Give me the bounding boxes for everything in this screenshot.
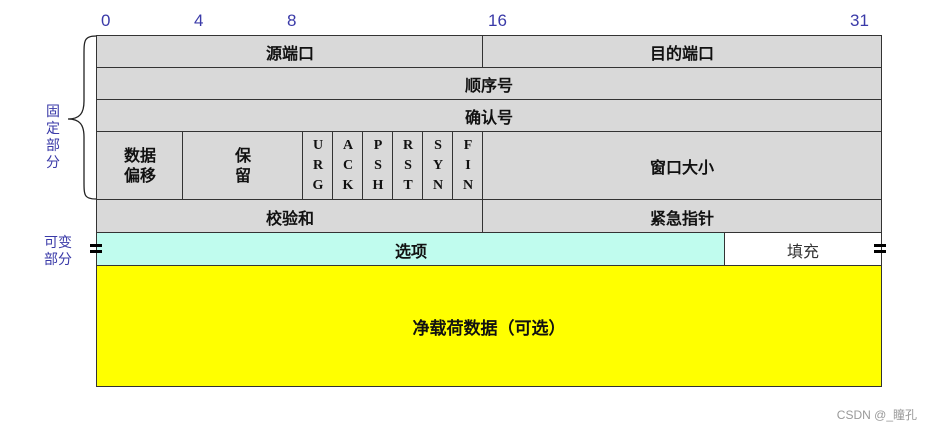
ack-number-field: 确认号 — [96, 99, 882, 133]
flag-char: C — [342, 158, 354, 173]
flag-urg: U R G — [302, 131, 334, 201]
flag-char: Y — [432, 158, 444, 173]
watermark: CSDN @_瞳孔 — [836, 408, 917, 422]
variable-part-label-line1: 可变 — [44, 235, 72, 251]
data-offset-line2: 偏移 — [123, 166, 156, 185]
reserved-field: 保 留 — [182, 131, 304, 201]
flag-rst: R S T — [392, 131, 424, 201]
window-size-field: 窗口大小 — [482, 131, 882, 201]
flag-char: S — [434, 138, 442, 153]
options-field: 选项 — [96, 232, 726, 267]
padding-field: 填充 — [724, 232, 882, 267]
bit-label-4: 4 — [194, 11, 204, 30]
right-break-mark-icon — [874, 244, 886, 254]
bit-label-16: 16 — [488, 11, 507, 30]
bit-label-31: 31 — [850, 11, 869, 30]
curly-brace-icon — [67, 35, 97, 200]
flag-char: A — [342, 138, 354, 153]
data-offset-field: 数据 偏移 — [96, 131, 184, 201]
variable-part-label: 可变 部分 — [40, 235, 76, 269]
flag-char: R — [312, 158, 324, 173]
flag-char: S — [404, 158, 412, 173]
flag-char: H — [372, 178, 384, 193]
dest-port-field: 目的端口 — [482, 35, 882, 69]
flag-ack: A C K — [332, 131, 364, 201]
flag-char: K — [342, 178, 354, 193]
variable-part-label-line2: 部分 — [44, 252, 72, 268]
flag-psh: P S H — [362, 131, 394, 201]
flag-char: F — [463, 138, 473, 153]
flag-char: U — [312, 138, 324, 153]
fixed-part-label: 固 定 部 分 — [46, 104, 60, 171]
sequence-number-field: 顺序号 — [96, 67, 882, 101]
flag-char: S — [374, 158, 382, 173]
flag-char: I — [465, 158, 471, 173]
flag-syn: S Y N — [422, 131, 454, 201]
data-offset-line1: 数据 — [123, 146, 156, 165]
reserved-line2: 留 — [234, 166, 251, 185]
urgent-pointer-field: 紧急指针 — [482, 199, 882, 234]
reserved-line1: 保 — [234, 146, 251, 165]
flag-char: P — [373, 138, 383, 153]
flag-char: T — [403, 178, 413, 193]
flag-char: N — [432, 178, 444, 193]
payload-field: 净载荷数据（可选） — [96, 265, 882, 387]
source-port-field: 源端口 — [96, 35, 484, 69]
flag-char: N — [462, 178, 474, 193]
flag-char: G — [312, 178, 324, 193]
checksum-field: 校验和 — [96, 199, 484, 234]
bit-label-0: 0 — [101, 11, 111, 30]
left-break-mark-icon — [90, 244, 102, 254]
flag-char: R — [402, 138, 414, 153]
bit-label-8: 8 — [287, 11, 297, 30]
flag-fin: F I N — [452, 131, 484, 201]
